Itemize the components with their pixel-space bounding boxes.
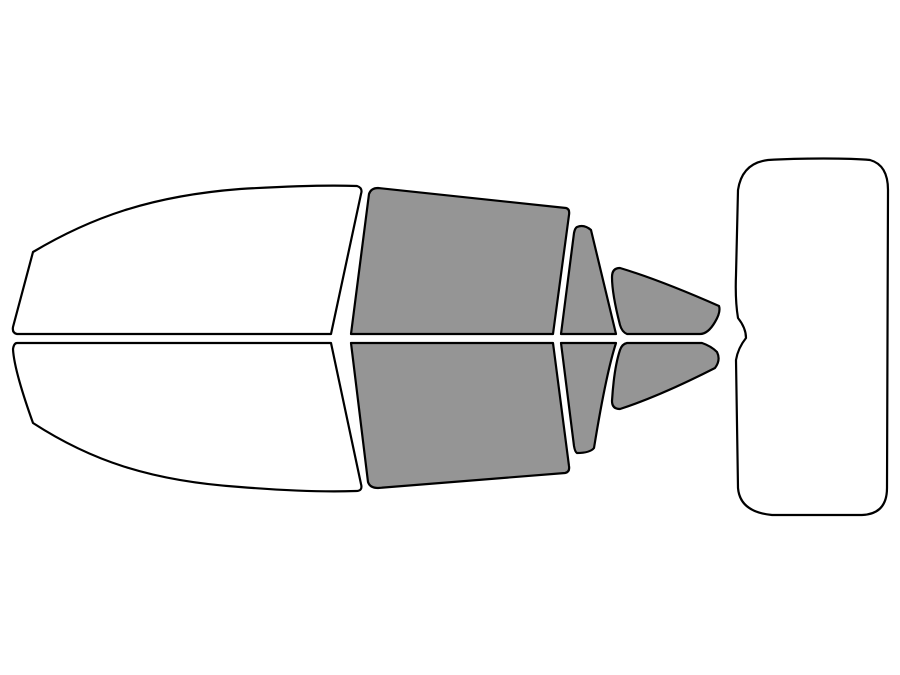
quarter-window-top [610,266,721,336]
windshield-bottom-pane [11,341,363,493]
front-door-window-bottom [349,341,571,490]
quarter-window-bottom [610,341,720,411]
windshield-top-pane [11,184,363,336]
front-door-window-top [349,186,571,336]
rear-door-window-top [559,224,618,336]
rear-door-window-bottom [559,341,618,455]
rear-window [734,157,890,517]
